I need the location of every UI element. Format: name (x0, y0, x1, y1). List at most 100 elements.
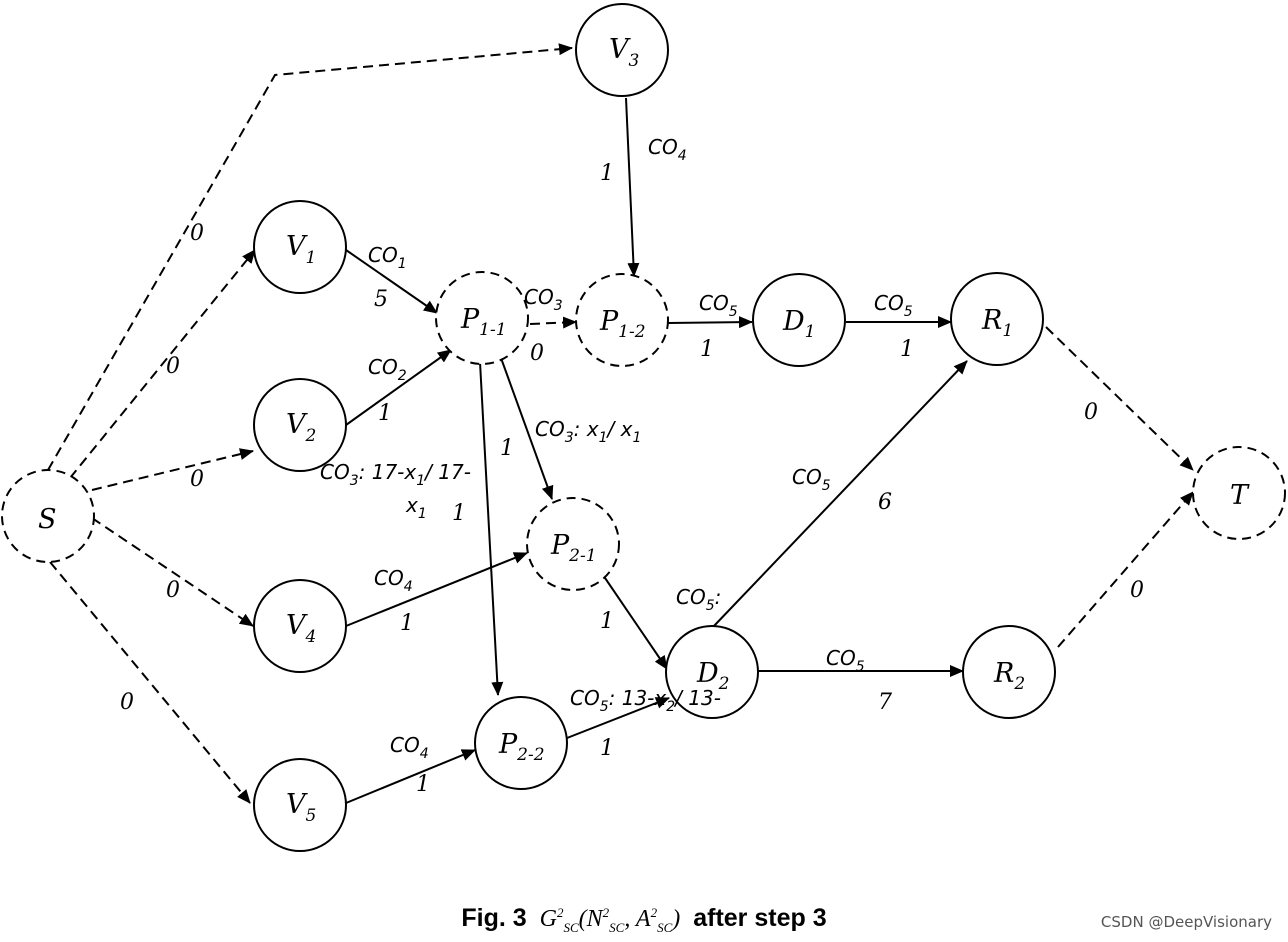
label-p11-p21-x-sub2: 1 (632, 430, 641, 446)
svg-text:CO5: CO5 (826, 646, 865, 675)
caption-prefix: Fig. 3 (461, 904, 527, 932)
node-s-label: S (38, 504, 57, 535)
label-p22-d2-co-tail: / 13- (673, 686, 721, 710)
label-p11-p21-x-sub: 1 (599, 430, 608, 446)
caption-formula: G2SC(N2SC, A2SC) (539, 905, 681, 935)
node-v1-label: V (286, 231, 308, 262)
node-v2-sub: 2 (305, 426, 317, 446)
caption-n: N (586, 906, 603, 932)
svg-text:R2: R2 (993, 658, 1025, 694)
svg-text:x1: x1 (405, 493, 427, 522)
svg-text:V1: V1 (286, 231, 316, 268)
label-v1-p11-co: CO (368, 243, 398, 267)
edge-p11-p22 (479, 361, 504, 696)
node-p2-1-sub: 2-1 (568, 546, 596, 566)
label-p12-d1-cost: 1 (700, 337, 714, 362)
svg-text:CO1: CO1 (368, 243, 407, 272)
label-p11-p22-line2: x (405, 493, 418, 517)
label-p11-p21-co-tail: / x (606, 417, 633, 441)
svg-text:P1-2: P1-2 (599, 306, 646, 342)
label-p11-p22-co-tail: / 17- (423, 460, 471, 484)
caption-n-sup: 2 (602, 905, 610, 920)
node-p2-2-sub: 2-2 (516, 745, 544, 765)
node-v5-label: V (286, 789, 308, 820)
edge-p11-p21 (500, 357, 554, 500)
node-v3-sub: 3 (629, 51, 640, 71)
node-p1-1: P1-1 (435, 271, 529, 365)
label-s-v1-cost: 0 (166, 354, 180, 379)
node-v5: V5 (253, 758, 347, 852)
label-p11-p22-cost: 1 (452, 501, 466, 526)
caption-a-sub: SC (657, 919, 673, 935)
caption-g-sub: SC (563, 919, 579, 935)
figure-caption: Fig. 3 G2SC(N2SC, A2SC) after step 3 (0, 904, 1288, 936)
svg-text:P2-2: P2-2 (498, 729, 545, 765)
node-p1-2: P1-2 (575, 273, 669, 367)
node-v1-sub: 1 (306, 248, 317, 268)
label-p11-p21-co-rest: : x (574, 417, 599, 441)
label-d2-r2-co: CO (826, 646, 856, 670)
label-d2-r1-co-sub: 5 (822, 478, 831, 494)
label-v4-p21-co-sub: 4 (404, 579, 413, 595)
node-d2-label: D (696, 658, 719, 689)
svg-text:CO3: CO3 (524, 285, 563, 314)
svg-text:CO4: CO4 (374, 566, 413, 595)
svg-text:V4: V4 (286, 610, 316, 647)
node-t: T (1192, 446, 1286, 540)
label-p11-p22-cost-top: 1 (500, 436, 514, 461)
label-p22-d2-co-rest: : 13-x (609, 686, 667, 710)
label-d2-co5-colon: : (715, 585, 722, 609)
label-p11-p21-co: CO (535, 417, 565, 441)
node-v3-label: V (609, 34, 631, 65)
node-v3: V3 (575, 3, 669, 97)
edge-v5-p22 (345, 749, 476, 804)
node-p2-1: P2-1 (526, 497, 620, 591)
label-d2-co5: CO (676, 585, 706, 609)
label-s-v5-cost: 0 (120, 690, 134, 715)
label-v5-p22-cost: 1 (416, 772, 430, 797)
svg-text:V2: V2 (286, 409, 316, 446)
label-r1-t-cost: 0 (1084, 400, 1098, 425)
label-d1-r1-cost: 1 (900, 337, 914, 362)
node-d2: D2 (665, 625, 759, 719)
label-p11-p22-x-sub: 1 (416, 473, 425, 489)
label-d2-r2-co-sub: 5 (856, 659, 865, 675)
label-d1-r1-co: CO (874, 291, 904, 315)
label-r2-t-cost: 0 (1130, 578, 1144, 603)
label-v5-p22-co: CO (390, 733, 420, 757)
label-d2-r2-cost: 7 (878, 690, 892, 715)
svg-text:CO5: 13-x2/ 13-: CO5: 13-x2/ 13- (570, 686, 721, 715)
label-p22-d2-x-sub: 2 (666, 699, 675, 715)
label-v4-p21-co: CO (374, 566, 404, 590)
edge-r1-t (1045, 326, 1194, 471)
svg-text:CO2: CO2 (368, 355, 407, 384)
edge-s-v1 (69, 249, 256, 479)
node-v2-label: V (286, 409, 308, 440)
caption-g: G (539, 906, 557, 932)
node-d1: D1 (752, 273, 846, 367)
svg-text:CO5: CO5 (874, 291, 913, 320)
node-p1-1-label: P (460, 304, 480, 335)
svg-text:CO3: 17-x1/ 17-: CO3: 17-x1/ 17- (320, 460, 471, 489)
label-s-v4-cost: 0 (166, 578, 180, 603)
node-p2-1-label: P (550, 530, 570, 561)
edges (47, 43, 1194, 804)
label-p21-d2-cost: 1 (600, 609, 614, 634)
node-r1-sub: 1 (1002, 321, 1013, 341)
edge-labels: 0 0 0 0 0 CO4 1 CO1 5 CO2 1 CO3 0 CO3: x… (120, 135, 1144, 797)
node-d2-sub: 2 (718, 674, 730, 694)
svg-text:V3: V3 (609, 34, 639, 71)
node-v5-sub: 5 (306, 806, 317, 826)
label-p11-p12-co: CO (524, 285, 554, 309)
node-d1-sub: 1 (805, 322, 816, 342)
svg-text:P1-1: P1-1 (460, 304, 507, 340)
label-v2-p11-co: CO (368, 355, 398, 379)
edge-v1-p11 (345, 249, 438, 314)
node-p1-1-sub: 1-1 (479, 320, 506, 340)
label-v2-p11-cost: 1 (378, 401, 392, 426)
svg-text:T: T (1230, 480, 1250, 511)
label-v5-p22-co-sub: 4 (420, 746, 429, 762)
edge-p21-d2 (602, 574, 668, 670)
label-d2-r1-co: CO (792, 465, 822, 489)
edge-s-v5 (49, 561, 251, 804)
